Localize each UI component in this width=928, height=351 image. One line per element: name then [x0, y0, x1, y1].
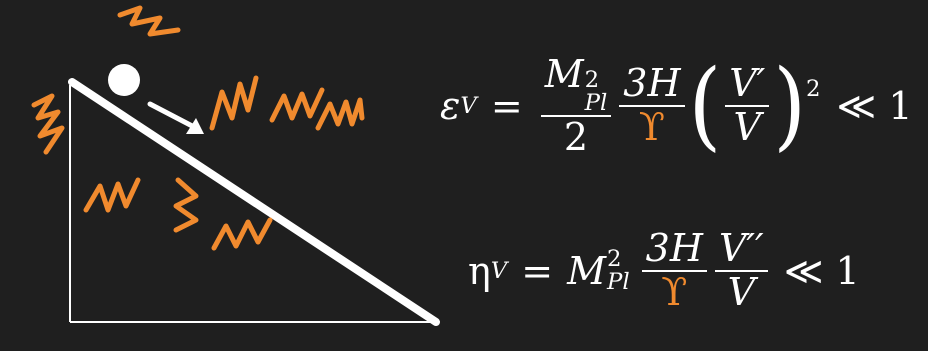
incline-icon	[68, 78, 440, 326]
potential-second-derivative: V′′	[718, 226, 764, 270]
planck-mass-subscript: Pl	[607, 268, 630, 295]
left-paren: (	[688, 48, 722, 162]
dissipation-coefficient: ϒ	[638, 105, 665, 150]
radiation-wave-icon	[173, 177, 199, 233]
ball-icon	[108, 64, 140, 96]
eta-subscript: V	[490, 257, 508, 284]
motion-arrow-icon	[147, 101, 204, 134]
hubble-term: 3H	[623, 61, 681, 106]
epsilon-subscript: V	[460, 93, 477, 120]
hubble-damping-fraction: 3H ϒ	[641, 226, 707, 314]
much-less-than-one: ≪ 1	[783, 248, 860, 293]
planck-mass-exponent: 2	[584, 67, 600, 93]
planck-mass-symbol: M	[567, 248, 607, 293]
planck-mass-symbol: M	[544, 52, 584, 96]
squared-exponent: 2	[805, 76, 821, 103]
radiation-wave-icon	[117, 5, 181, 37]
radiation-wave-icon	[211, 217, 273, 251]
epsilon-symbol: ε	[440, 84, 461, 129]
planck-mass-exponent: 2	[607, 246, 622, 272]
equals-sign: =	[521, 248, 554, 293]
radiation-wave-icon	[315, 97, 365, 131]
eta-symbol: η	[468, 248, 491, 293]
hubble-term: 3H	[645, 226, 703, 270]
potential-derivative: V′	[729, 61, 766, 106]
planck-mass-subscript: Pl	[584, 89, 608, 116]
potential: V	[727, 269, 756, 314]
radiation-wave-icon	[269, 87, 325, 123]
right-paren: )	[773, 48, 806, 162]
much-less-than-one: ≪ 1	[836, 84, 913, 129]
fraction-denominator: 2	[563, 114, 589, 159]
potential-second-derivative-fraction: V′′ V	[714, 226, 768, 314]
equals-sign: =	[490, 84, 523, 129]
potential: V	[733, 105, 761, 150]
hubble-damping-fraction: 3H ϒ	[619, 61, 685, 150]
potential-ratio-fraction: V′ V	[725, 61, 770, 150]
dissipation-coefficient: ϒ	[661, 269, 688, 314]
radiation-wave-icon	[31, 93, 65, 155]
radiation-wave-icon	[209, 75, 259, 131]
radiation-wave-icon	[83, 177, 141, 213]
